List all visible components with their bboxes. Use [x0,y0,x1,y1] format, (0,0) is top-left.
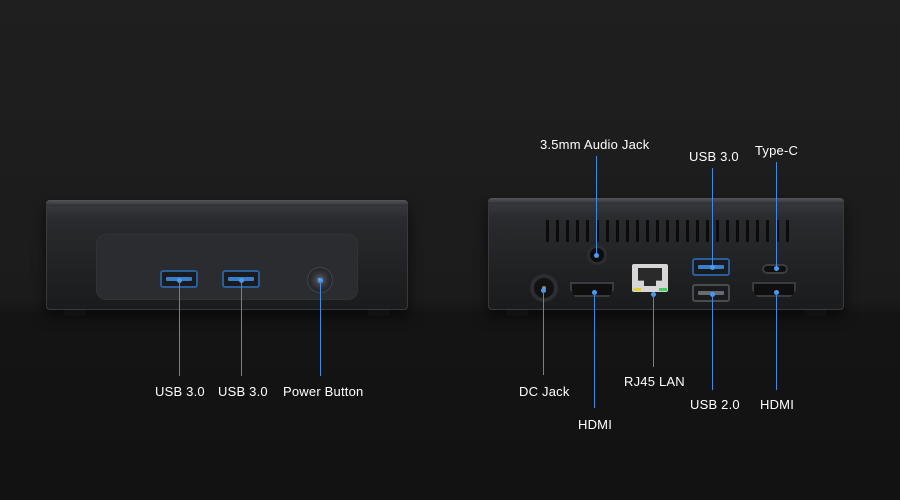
vent-slot [626,220,629,242]
vent-slot [786,220,789,242]
callout-dot [177,278,182,283]
callout-dot [239,278,244,283]
vent-slot [656,220,659,242]
label-front-usb-right: USB 3.0 [218,384,268,399]
vent-slot [636,220,639,242]
vent-slot [616,220,619,242]
callout-line-usb2 [712,295,713,390]
vent-slot [696,220,699,242]
mini-pc-back [488,198,844,316]
vent-slot [676,220,679,242]
callout-dot [651,292,656,297]
callout-line-hdmi-left [594,293,595,408]
callout-line-hdmi-right [776,293,777,390]
callout-line-front-usb-right [241,281,242,376]
foot [506,310,528,316]
callout-line-back-usb3 [712,168,713,268]
vent-slot [736,220,739,242]
label-dc-jack: DC Jack [519,384,570,399]
callout-line-type-c [776,162,777,269]
vent-slot [726,220,729,242]
label-hdmi-right: HDMI [760,397,795,412]
foot [64,310,86,316]
label-rj45: RJ45 LAN [624,374,685,389]
vent-slot [766,220,769,242]
vent-slot [716,220,719,242]
callout-dot [592,290,597,295]
label-back-usb3: USB 3.0 [689,149,739,164]
label-audio-jack: 3.5mm Audio Jack [540,137,650,152]
callout-dot [541,288,546,293]
vent-slot [746,220,749,242]
vent-slot [546,220,549,242]
foot [804,310,826,316]
vent-slot [596,220,599,242]
callout-line-dc [543,291,544,375]
hdmi-port-right [752,282,796,297]
vent-slot [566,220,569,242]
vent-slot [706,220,709,242]
callout-line-audio [596,156,597,256]
vent-slot [646,220,649,242]
callout-line-front-usb-left [179,281,180,376]
floor-shadow [0,312,900,500]
callout-line-power [320,281,321,376]
callout-dot [774,290,779,295]
callout-dot [318,278,323,283]
callout-dot [710,292,715,297]
vent-slot [606,220,609,242]
callout-dot [594,253,599,258]
label-usb2: USB 2.0 [690,397,740,412]
vent-slot [776,220,779,242]
rj45-port [632,264,668,292]
hdmi-port-left [570,282,614,297]
callout-dot [710,265,715,270]
label-type-c: Type-C [755,143,799,158]
label-hdmi-left: HDMI [578,417,613,432]
callout-line-rj45 [653,295,654,367]
callout-dot [774,266,779,271]
foot [368,310,390,316]
vent-slot [556,220,559,242]
vent-slot [666,220,669,242]
mini-pc-front [46,200,408,316]
label-front-usb-left: USB 3.0 [155,384,205,399]
vent-slot [576,220,579,242]
vent-slot [756,220,759,242]
vent-slot [586,220,589,242]
led-yellow [633,288,641,291]
label-power-button: Power Button [283,384,364,399]
led-green [659,288,667,291]
vent-slot [686,220,689,242]
